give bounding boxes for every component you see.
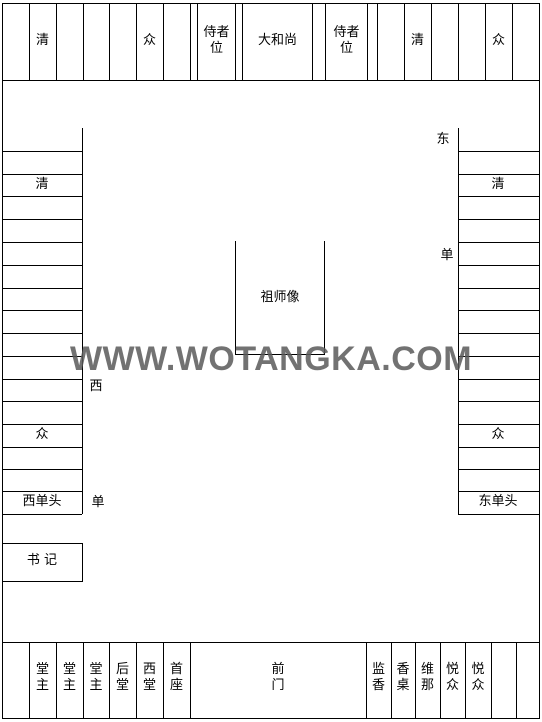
- east-bench-rows: [458, 151, 540, 515]
- east-dan-label: 单: [440, 247, 454, 263]
- karmadana-label: 维那: [415, 658, 440, 698]
- attendant-right-text: 侍者位: [333, 24, 360, 56]
- incense-table-text: 香桌: [396, 661, 410, 693]
- attendant-left-box: [197, 3, 236, 81]
- rear-hall-label: 后堂: [109, 658, 136, 698]
- west-zhong-label: 众: [35, 426, 49, 442]
- abbot-label: 大和尚: [257, 32, 297, 48]
- west-qing-label: 清: [35, 176, 49, 192]
- incense-table-label: 香桌: [391, 658, 415, 698]
- top-right-zhong-label: 众: [491, 32, 505, 48]
- portrait-bracket: [235, 241, 325, 355]
- west-head-label: 西单头: [22, 493, 62, 509]
- abbot-box: [242, 3, 313, 81]
- attendant-right-box: [325, 3, 368, 81]
- rear-hall-text: 后堂: [115, 661, 129, 693]
- portrait-label: 祖师像: [260, 289, 300, 305]
- secretary-label: 书 记: [26, 552, 58, 568]
- incense-supervisor-text: 监香: [371, 661, 385, 693]
- chief-seat-label: 首座: [163, 658, 190, 698]
- karmadana-text: 维那: [420, 661, 434, 693]
- watermark: WWW.WOTANGKA.COM: [69, 340, 473, 378]
- east-dong-label: 东: [436, 131, 450, 147]
- yuezhong-2-text: 悦众: [471, 661, 485, 693]
- top-left-qing-label: 清: [35, 32, 49, 48]
- incense-supervisor-label: 监香: [366, 658, 391, 698]
- yuezhong-1-label: 悦众: [440, 658, 465, 698]
- hall-master-3-label: 堂主: [83, 658, 109, 698]
- west-bench-rows: [2, 151, 82, 515]
- chief-seat-text: 首座: [169, 661, 183, 693]
- yuezhong-2-label: 悦众: [465, 658, 491, 698]
- hall-master-3-text: 堂主: [89, 661, 103, 693]
- east-zhong-label: 众: [491, 426, 505, 442]
- attendant-left-label: 侍者位: [197, 18, 236, 64]
- front-gate-text: 前门: [271, 661, 285, 693]
- east-qing-label: 清: [491, 176, 505, 192]
- west-hall-text: 西堂: [142, 661, 156, 693]
- hall-master-1-text: 堂主: [35, 661, 49, 693]
- front-gate-label: 前门: [258, 658, 298, 698]
- west-hall-label: 西堂: [136, 658, 163, 698]
- attendant-right-label: 侍者位: [325, 18, 368, 64]
- hall-master-1-label: 堂主: [29, 658, 56, 698]
- west-xi-label: 西: [89, 378, 103, 394]
- top-right-qing-label: 清: [410, 32, 424, 48]
- top-left-zhong-label: 众: [142, 32, 156, 48]
- secretary-box: [2, 543, 83, 582]
- hall-master-2-label: 堂主: [56, 658, 83, 698]
- west-dan-label: 单: [91, 494, 105, 510]
- attendant-left-text: 侍者位: [203, 24, 230, 56]
- hall-master-2-text: 堂主: [62, 661, 76, 693]
- yuezhong-1-text: 悦众: [445, 661, 459, 693]
- east-head-label: 东单头: [478, 493, 518, 509]
